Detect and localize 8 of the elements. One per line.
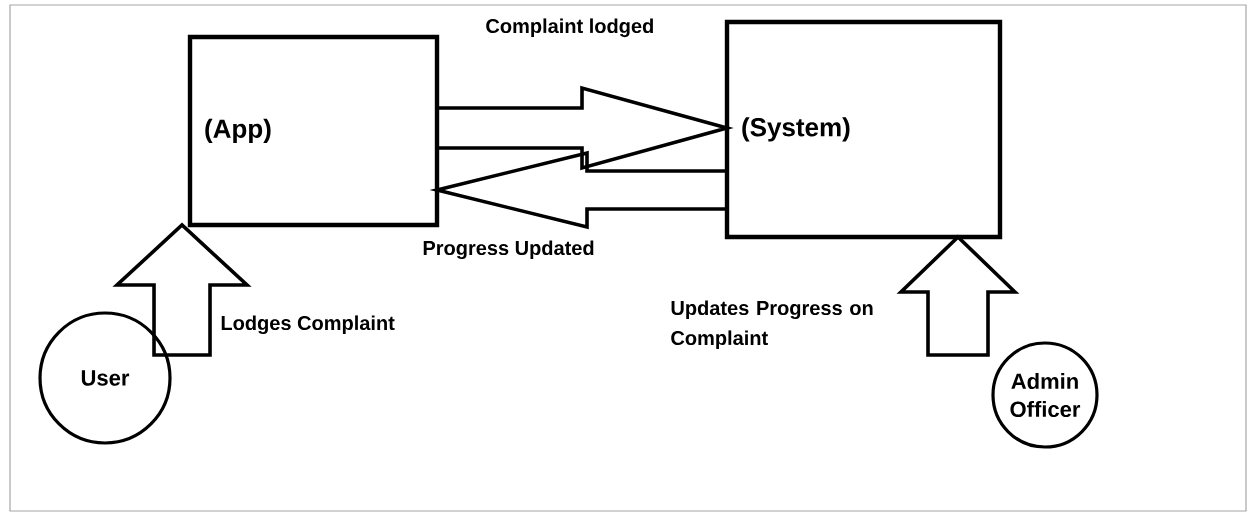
process-box: (System) (724, 19, 1003, 240)
block-arrow (112, 222, 252, 357)
edge-label: Complaint lodged (486, 18, 653, 38)
edge-label: Lodges Complaint (221, 315, 395, 335)
process-box: (App) (187, 34, 440, 228)
edge-label: Progress Updated (423, 240, 594, 260)
block-arrow (896, 234, 1020, 357)
edge-label: Updates Progress on Complaint (671, 300, 873, 350)
